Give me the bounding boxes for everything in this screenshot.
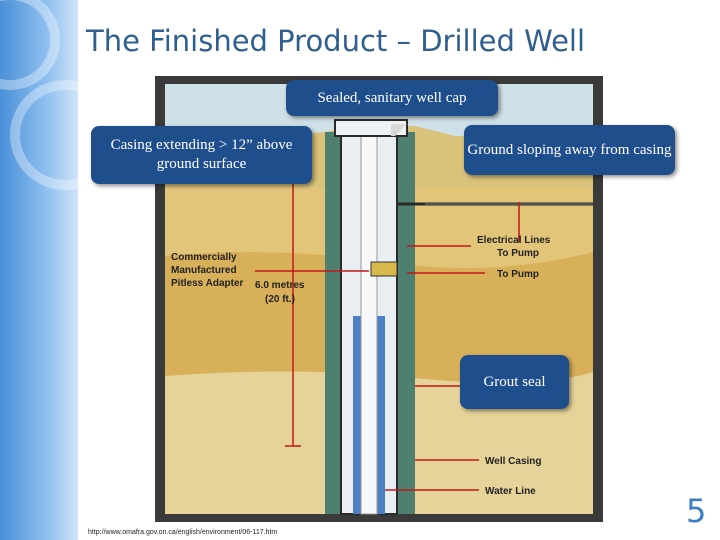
electrical-label-2: To Pump <box>497 248 539 259</box>
depth-label-2: (20 ft.) <box>265 294 295 305</box>
adapter-label-2: Manufactured <box>171 265 237 276</box>
drop-pipe <box>360 131 378 515</box>
callout-grout-seal: Grout seal <box>460 355 569 409</box>
water-line-label: Water Line <box>485 486 536 497</box>
callout-casing-height: Casing extending > 12” above ground surf… <box>91 126 312 184</box>
pitless-adapter <box>370 261 398 277</box>
sidebar-decoration <box>0 0 78 540</box>
depth-label-1: 6.0 metres <box>255 280 305 291</box>
adapter-label-3: Pitless Adapter <box>171 278 244 289</box>
cap-vent <box>391 124 407 136</box>
slide-title: The Finished Product – Drilled Well <box>86 24 586 58</box>
to-pump-label: To Pump <box>497 269 539 280</box>
decorative-ring <box>0 0 60 90</box>
source-url[interactable]: http://www.omafra.gov.on.ca/english/envi… <box>88 529 278 536</box>
callout-ground-slope: Ground sloping away from casing <box>464 125 675 175</box>
adapter-label-1: Commercially <box>171 252 237 263</box>
well-diagram-svg: Commercially Manufactured Pitless Adapte… <box>165 84 593 515</box>
callout-well-cap: Sealed, sanitary well cap <box>286 80 498 116</box>
well-casing-label: Well Casing <box>485 456 542 467</box>
electrical-label-1: Electrical Lines <box>477 235 551 246</box>
decorative-ring <box>10 80 78 190</box>
page-number: 5 <box>686 492 707 530</box>
well-cap <box>334 119 408 137</box>
